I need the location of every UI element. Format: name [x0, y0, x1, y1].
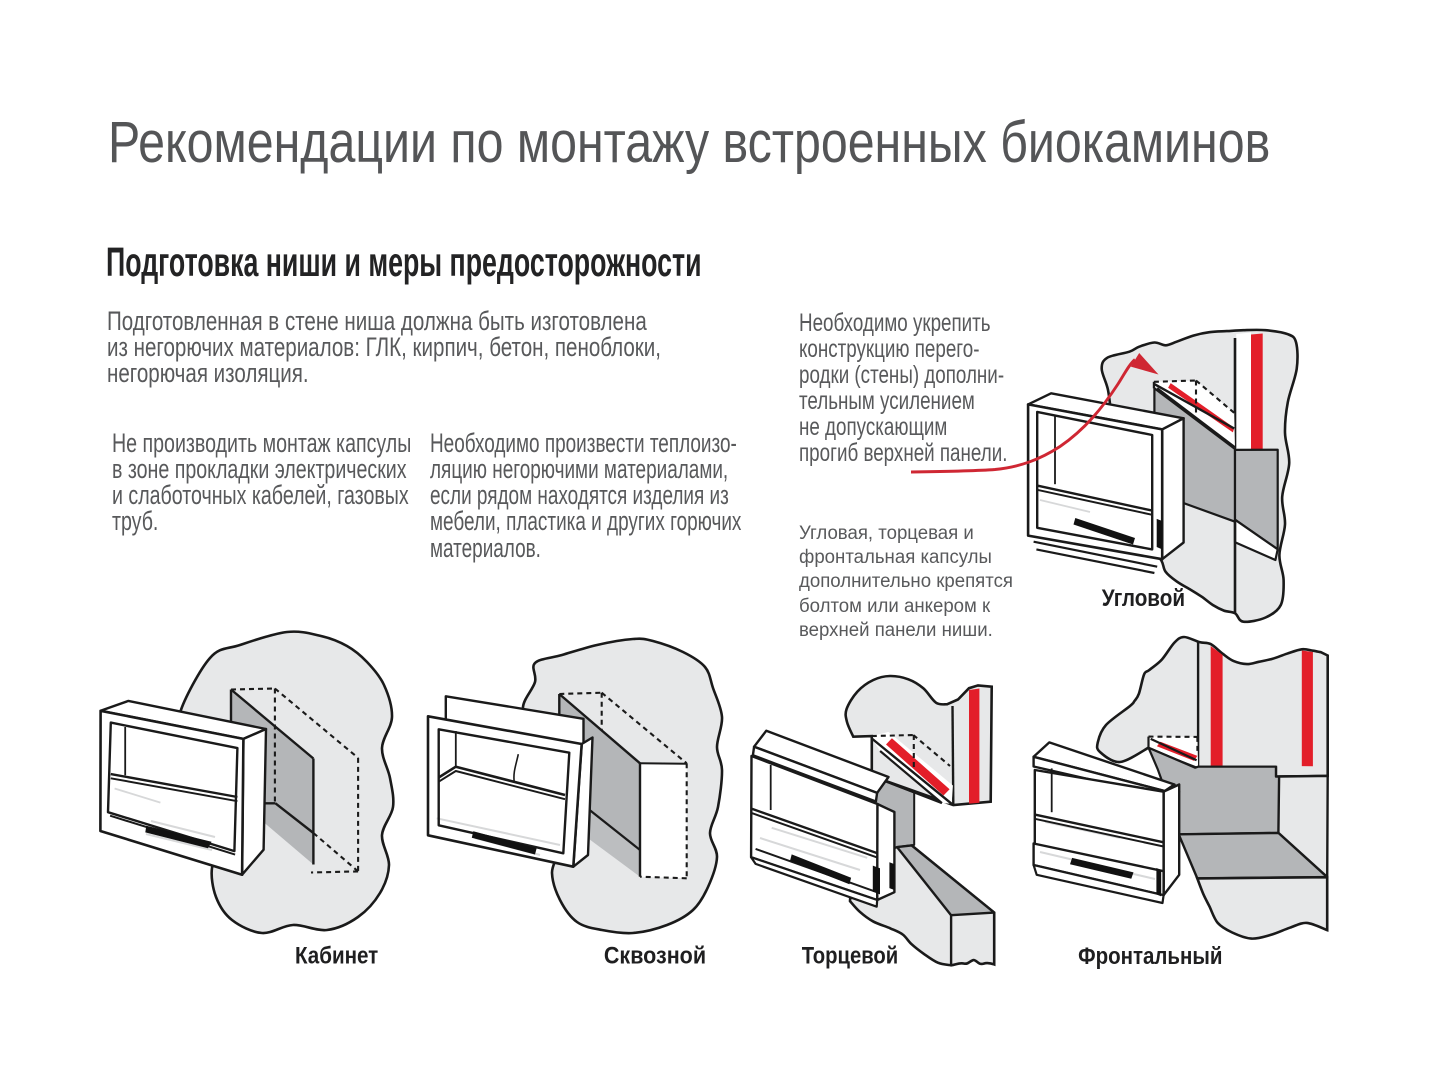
- svg-text:Сквозной: Сквозной: [604, 941, 706, 969]
- svg-text:Фронтальный: Фронтальный: [1078, 942, 1222, 969]
- svg-text:Угловой: Угловой: [1102, 584, 1185, 611]
- svg-text:Кабинет: Кабинет: [295, 942, 378, 969]
- svg-text:Торцевой: Торцевой: [802, 942, 899, 969]
